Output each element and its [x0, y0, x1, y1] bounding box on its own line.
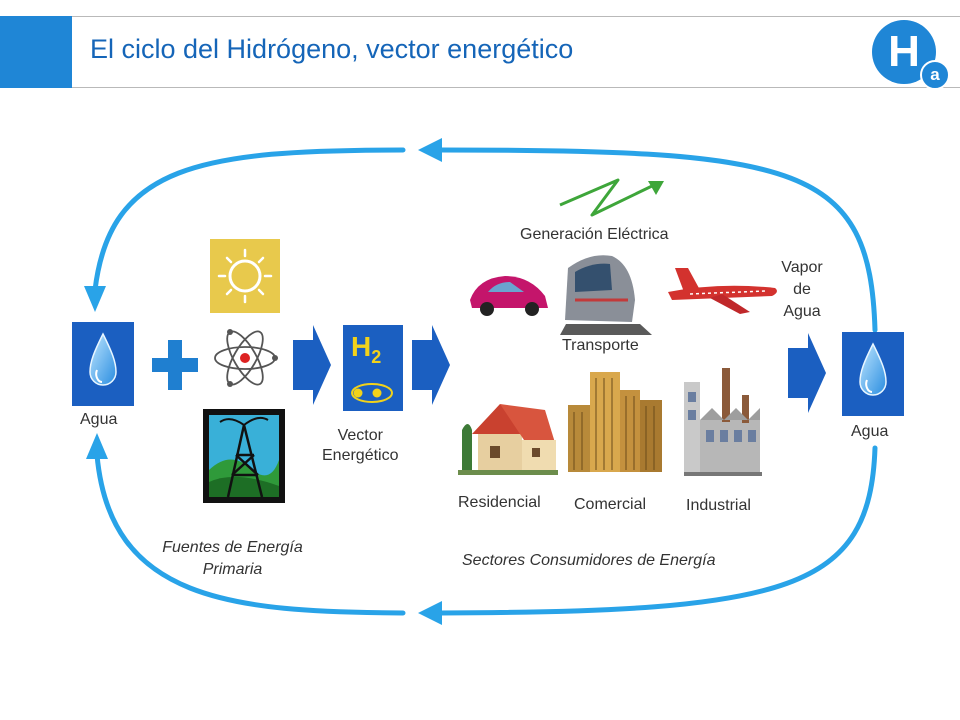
h2-label: H2 — [351, 331, 381, 367]
vapor-label-line3: Agua — [783, 303, 821, 320]
h2-subscript: 2 — [371, 347, 382, 367]
header-accent — [0, 16, 72, 88]
generation-label: Generación Eléctrica — [520, 226, 669, 243]
arrowhead-top — [418, 138, 442, 162]
cycle-arrow-top-right — [437, 147, 878, 333]
cycle-arrow-bottom-right — [437, 445, 878, 616]
cycle-arrow-top-left — [92, 147, 406, 293]
logo: H a — [872, 20, 950, 90]
logo-letter-a: a — [920, 60, 950, 90]
plus-icon — [152, 340, 198, 390]
commercial-label: Comercial — [574, 496, 647, 513]
industrial-label: Industrial — [686, 497, 751, 514]
vector-label-line1: Vector — [337, 427, 383, 444]
vapor-label-line1: Vapor — [781, 259, 823, 276]
sun-icon — [210, 239, 280, 313]
lightning-icon — [559, 178, 653, 217]
oil-rig-icon — [203, 409, 285, 503]
arrow-to-h2 — [293, 325, 331, 405]
water-box-left — [72, 322, 134, 406]
water-label-left: Agua — [80, 411, 118, 428]
building-icon — [568, 372, 662, 472]
car-icon — [470, 276, 548, 316]
vapor-label: Vapor de Agua — [774, 257, 830, 323]
h2-icon — [343, 325, 403, 411]
h2-symbol: H — [351, 331, 372, 362]
arrowhead-bottom — [418, 601, 442, 625]
water-label-right: Agua — [851, 423, 889, 440]
arrowhead-left-down — [84, 286, 106, 312]
cycle-arrows — [92, 147, 878, 616]
primary-sources-line1: Fuentes de Energía — [162, 539, 303, 556]
residential-label: Residencial — [458, 494, 541, 511]
train-icon — [560, 255, 652, 335]
vapor-label-line2: de — [793, 281, 811, 298]
airplane-icon — [668, 268, 777, 314]
transport-label: Transporte — [562, 337, 639, 354]
primary-sources-line2: Primaria — [202, 561, 263, 578]
arrow-to-water-right — [788, 333, 826, 413]
primary-sources-label: Fuentes de Energía Primaria — [150, 537, 315, 581]
consumer-sectors-label: Sectores Consumidores de Energía — [462, 552, 716, 569]
factory-icon — [684, 368, 762, 476]
atom-icon — [214, 329, 278, 387]
header-bar — [0, 16, 960, 88]
page-title: El ciclo del Hidrógeno, vector energétic… — [90, 34, 574, 64]
vector-label: Vector Energético — [322, 426, 399, 466]
vector-label-line2: Energético — [322, 447, 399, 464]
arrow-from-h2 — [412, 325, 450, 405]
water-box-right — [842, 332, 904, 416]
arrowhead-left-up — [86, 433, 108, 459]
cycle-arrow-bottom-left — [94, 452, 406, 616]
house-icon — [458, 404, 558, 475]
